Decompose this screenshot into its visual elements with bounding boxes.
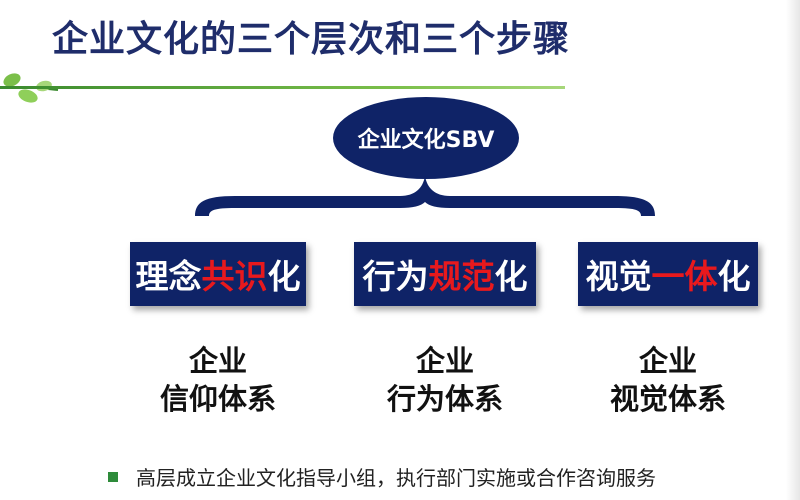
system-line-1: 企业: [188, 344, 247, 378]
system-line-1: 企业: [638, 344, 697, 378]
system-label-visual: 企业 视觉体系: [568, 342, 768, 418]
system-line-2: 信仰体系: [159, 382, 276, 416]
level-text-pre: 行为: [362, 257, 429, 296]
level-text-highlight: 规范: [428, 257, 495, 296]
slide-edge-shadow: [786, 0, 800, 500]
bullet-item: 高层成立企业文化指导小组，执行部门实施或合作咨询服务: [108, 462, 656, 491]
level-box-concept: 理念共识化: [130, 242, 306, 306]
level-text-highlight: 共识: [201, 257, 268, 296]
level-box-visual: 视觉一体化: [578, 242, 758, 306]
level-text-pre: 理念: [135, 257, 202, 296]
system-label-belief: 企业 信仰体系: [118, 342, 318, 418]
level-text-post: 化: [267, 257, 301, 296]
bullet-square-icon: [108, 471, 118, 482]
center-node-sbv: 企业文化SBV: [333, 97, 519, 179]
level-box-behavior: 行为规范化: [354, 242, 536, 306]
connector-brace: [195, 176, 655, 216]
level-text-post: 化: [717, 257, 751, 296]
title-divider: [0, 86, 565, 89]
system-line-2: 视觉体系: [609, 382, 726, 416]
system-label-behavior: 企业 行为体系: [345, 342, 545, 418]
level-text-highlight: 一体: [651, 257, 718, 296]
page-title: 企业文化的三个层次和三个步骤: [52, 19, 571, 60]
bullet-text: 高层成立企业文化指导小组，执行部门实施或合作咨询服务: [136, 466, 656, 490]
level-text-post: 化: [494, 257, 528, 296]
level-text-pre: 视觉: [585, 257, 652, 296]
system-line-1: 企业: [415, 344, 474, 378]
system-line-2: 行为体系: [386, 382, 503, 416]
